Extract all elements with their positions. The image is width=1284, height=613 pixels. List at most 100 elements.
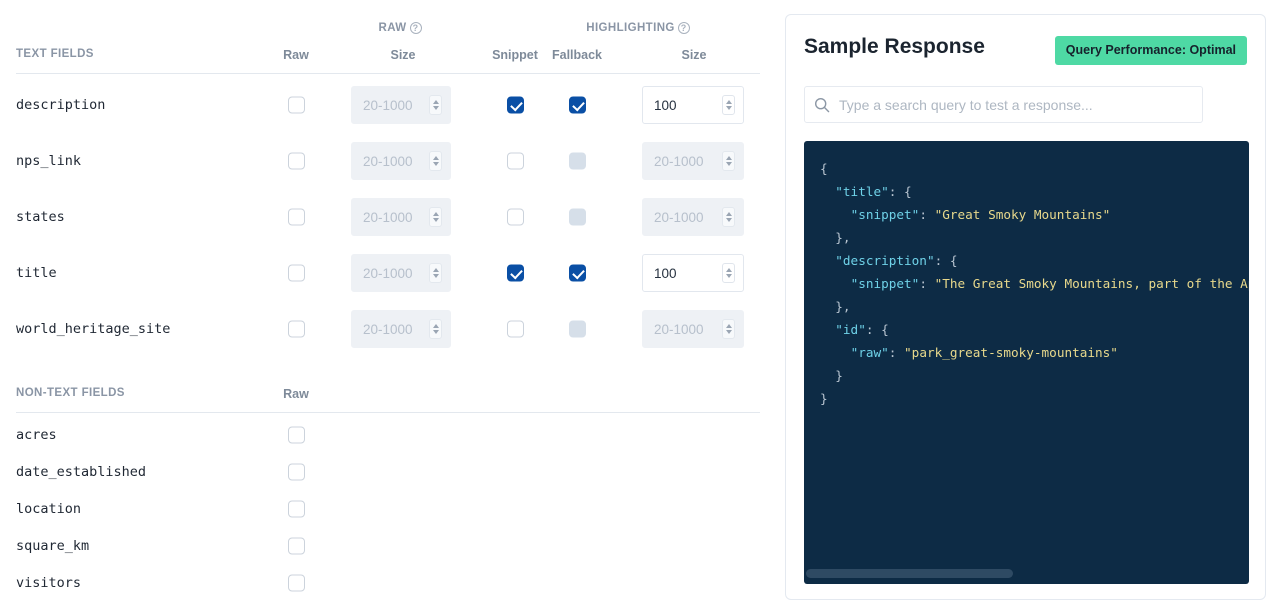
snippet-checkbox[interactable]	[507, 96, 524, 114]
fallback-checkbox-cell	[569, 208, 586, 226]
table-row: visitors	[16, 564, 760, 601]
fallback-checkbox-cell	[569, 152, 586, 170]
highlight-size-input-value: 100	[654, 265, 677, 281]
snippet-checkbox-cell	[507, 320, 524, 338]
raw-checkbox[interactable]	[288, 463, 305, 480]
fallback-checkbox	[569, 208, 586, 226]
field-name: world_heritage_site	[16, 321, 171, 337]
group-header-raw: RAW ?	[341, 22, 459, 34]
highlight-size-input: 20-1000	[642, 198, 744, 236]
fallback-checkbox[interactable]	[569, 96, 586, 114]
raw-checkbox-cell	[288, 500, 305, 517]
highlight-size-input[interactable]: 100	[642, 254, 744, 292]
field-name: date_established	[16, 463, 147, 480]
raw-checkbox[interactable]	[288, 537, 305, 554]
highlight-size-input-stepper[interactable]	[722, 95, 735, 115]
snippet-checkbox[interactable]	[507, 152, 524, 170]
highlight-size-input-value: 20-1000	[654, 209, 704, 225]
highlight-size-input-value: 100	[654, 97, 677, 113]
non-text-fields-section-title: NON-TEXT FIELDS	[16, 387, 125, 399]
table-row: square_km	[16, 527, 760, 564]
raw-size-input-value: 20-1000	[363, 321, 413, 337]
raw-checkbox[interactable]	[288, 152, 305, 170]
highlight-size-input[interactable]: 100	[642, 86, 744, 124]
raw-size-input: 20-1000	[351, 86, 451, 124]
column-header-fallback: Fallback	[551, 48, 603, 62]
snippet-checkbox[interactable]	[507, 264, 524, 282]
search-input[interactable]: Type a search query to test a response..…	[804, 86, 1203, 123]
sample-response-panel: Sample Response Query Performance: Optim…	[785, 14, 1266, 600]
highlight-size-input: 20-1000	[642, 142, 744, 180]
snippet-checkbox-cell	[507, 152, 524, 170]
raw-checkbox[interactable]	[288, 208, 305, 226]
column-header-raw: Raw	[283, 387, 309, 401]
page-title: Sample Response	[804, 35, 985, 58]
raw-size-input: 20-1000	[351, 198, 451, 236]
table-row: states 20-1000 20-1000	[16, 189, 760, 245]
column-header-snippet: Snippet	[492, 48, 538, 62]
column-header-raw: Raw	[283, 48, 309, 62]
non-text-fields-column-header: NON-TEXT FIELDS Raw	[16, 387, 760, 413]
raw-size-input: 20-1000	[351, 310, 451, 348]
response-json: { "title": { "snippet": "Great Smoky Mou…	[820, 161, 1249, 406]
snippet-checkbox[interactable]	[507, 320, 524, 338]
snippet-checkbox-cell	[507, 208, 524, 226]
field-name: states	[16, 209, 65, 225]
group-header-highlighting-label: HIGHLIGHTING	[586, 22, 675, 34]
column-header-raw-size: Size	[390, 48, 416, 62]
highlight-size-input-stepper[interactable]	[722, 263, 735, 283]
response-code-block: { "title": { "snippet": "Great Smoky Mou…	[804, 141, 1249, 584]
raw-size-input-stepper	[429, 151, 442, 171]
raw-checkbox-cell	[288, 320, 305, 338]
raw-size-input: 20-1000	[351, 142, 451, 180]
raw-checkbox-cell	[288, 537, 305, 554]
raw-checkbox[interactable]	[288, 96, 305, 114]
table-row: world_heritage_site 20-1000 20-1000	[16, 301, 760, 357]
raw-size-input-stepper	[429, 207, 442, 227]
field-name: acres	[16, 426, 57, 443]
highlight-size-input-value: 20-1000	[654, 153, 704, 169]
raw-checkbox[interactable]	[288, 264, 305, 282]
highlight-size-input: 20-1000	[642, 310, 744, 348]
highlight-size-input-stepper	[722, 151, 735, 171]
snippet-checkbox-cell	[507, 264, 524, 282]
raw-checkbox-cell	[288, 208, 305, 226]
raw-checkbox-cell	[288, 152, 305, 170]
text-fields-section-title: TEXT FIELDS	[16, 48, 94, 60]
snippet-checkbox-cell	[507, 96, 524, 114]
raw-size-input-stepper	[429, 95, 442, 115]
raw-size-input-stepper	[429, 263, 442, 283]
raw-checkbox-cell	[288, 264, 305, 282]
column-header-highlight-size: Size	[681, 48, 707, 62]
fallback-checkbox-cell	[569, 264, 586, 282]
horizontal-scrollbar[interactable]	[806, 569, 1013, 578]
raw-checkbox[interactable]	[288, 574, 305, 591]
question-circle-icon[interactable]: ?	[677, 22, 690, 34]
highlight-size-input-stepper	[722, 207, 735, 227]
table-row: acres	[16, 416, 760, 453]
raw-checkbox[interactable]	[288, 426, 305, 443]
highlight-size-input-value: 20-1000	[654, 321, 704, 337]
raw-checkbox[interactable]	[288, 500, 305, 517]
raw-size-input-value: 20-1000	[363, 153, 413, 169]
fallback-checkbox	[569, 152, 586, 170]
raw-size-input-value: 20-1000	[363, 265, 413, 281]
field-name: square_km	[16, 537, 90, 554]
search-icon	[805, 97, 839, 113]
group-header-row: RAW ? HIGHLIGHTING ?	[16, 22, 760, 44]
fallback-checkbox-cell	[569, 320, 586, 338]
question-circle-icon[interactable]: ?	[409, 22, 422, 34]
fallback-checkbox	[569, 320, 586, 338]
group-header-raw-label: RAW	[378, 22, 407, 34]
raw-checkbox[interactable]	[288, 320, 305, 338]
snippet-checkbox[interactable]	[507, 208, 524, 226]
text-fields-column-header: TEXT FIELDS Raw Size Snippet Fallback Si…	[16, 48, 760, 74]
fallback-checkbox-cell	[569, 96, 586, 114]
fallback-checkbox[interactable]	[569, 264, 586, 282]
table-row: date_established	[16, 453, 760, 490]
fields-configuration-pane: RAW ? HIGHLIGHTING ? TEXT FIELDS Raw Siz…	[0, 0, 770, 613]
raw-size-input-value: 20-1000	[363, 209, 413, 225]
